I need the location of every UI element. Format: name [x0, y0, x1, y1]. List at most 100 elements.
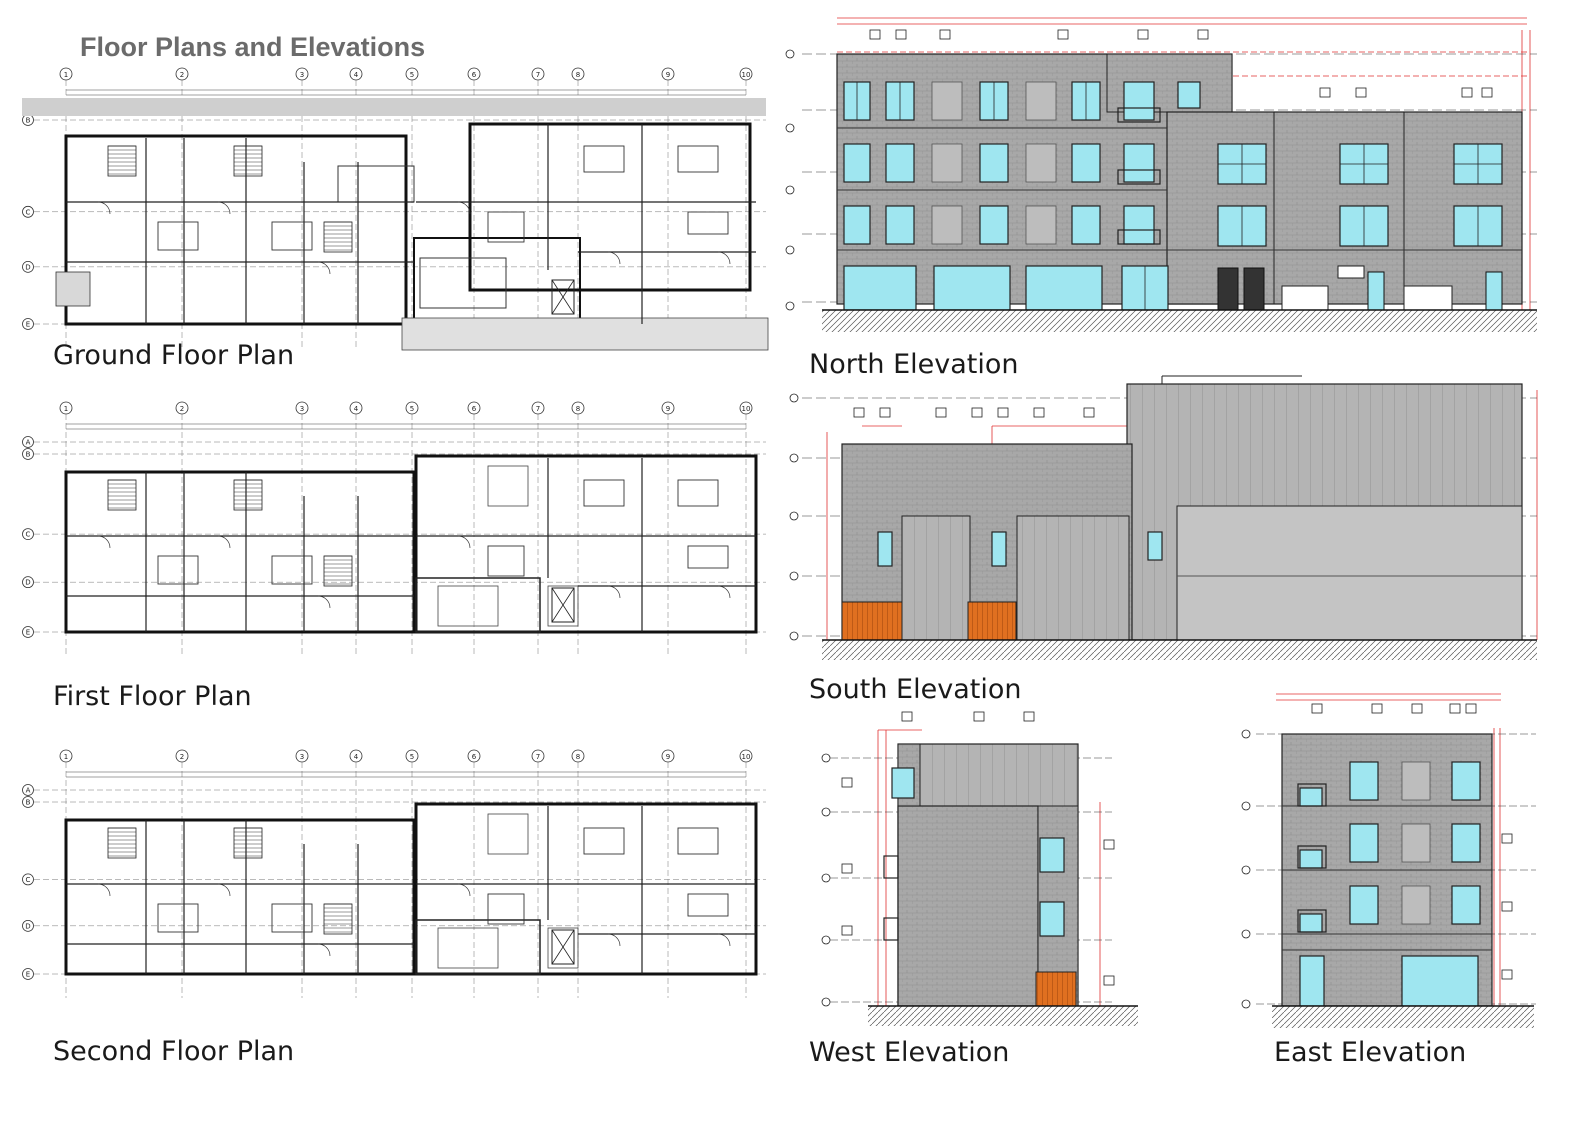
east-elevation-caption: East Elevation — [1274, 1037, 1467, 1068]
grid-label-column: 5 — [410, 405, 414, 413]
grid-label-column: 6 — [472, 405, 477, 413]
grid-bubble-column: 1 — [59, 749, 73, 763]
grid-bubble-column: 4 — [349, 401, 363, 415]
grid-label-row: A — [26, 787, 31, 795]
grid-bubble-row: C — [22, 528, 34, 541]
grid-bubble-row: E — [22, 318, 34, 330]
grid-bubble-column: 8 — [571, 67, 585, 81]
grid-bubble-row: E — [22, 626, 34, 638]
grid-bubble-column: 1 — [59, 401, 73, 415]
grid-bubble-column: 2 — [175, 67, 189, 81]
grid-bubble-column: 8 — [571, 749, 585, 763]
south-elevation-caption: South Elevation — [809, 674, 1022, 705]
first-floor-plan-caption: First Floor Plan — [53, 681, 252, 712]
grid-bubble-column: 7 — [531, 401, 545, 415]
grid-bubble-column: 6 — [467, 749, 481, 763]
grid-label-column: 6 — [472, 71, 477, 79]
grid-bubble-row: C — [22, 205, 34, 218]
grid-bubble-column: 3 — [295, 67, 309, 81]
grid-bubble-row: C — [22, 873, 34, 886]
grid-label-column: 7 — [536, 753, 540, 761]
grid-label-column: 8 — [576, 405, 580, 413]
grid-bubble-column: 10 — [739, 749, 753, 763]
grid-label-row: C — [26, 531, 31, 539]
grid-label-row: E — [26, 971, 30, 979]
grid-bubble-row: E — [22, 968, 34, 980]
grid-label-column: 1 — [64, 405, 68, 413]
grid-label-column: 8 — [576, 753, 580, 761]
grid-label-row: D — [25, 579, 30, 587]
grid-label-column: 9 — [666, 71, 670, 79]
grid-bubble-row: B — [22, 448, 34, 460]
grid-bubble-row: A — [22, 436, 34, 448]
west-elevation — [812, 706, 1152, 1032]
grid-bubble-row: B — [22, 796, 34, 808]
north-elevation-caption: North Elevation — [809, 349, 1019, 380]
grid-label-column: 7 — [536, 405, 540, 413]
grid-label-column: 3 — [300, 405, 304, 413]
grid-label-column: 9 — [666, 405, 670, 413]
grid-label-column: 3 — [300, 753, 304, 761]
grid-bubble-row: D — [22, 260, 34, 273]
grid-label-row: B — [26, 117, 31, 125]
grid-bubble-row: A — [22, 784, 34, 796]
grid-bubble-column: 9 — [661, 749, 675, 763]
grid-label-column: 2 — [180, 405, 184, 413]
grid-label-column: 4 — [354, 405, 359, 413]
grid-label-row: C — [26, 876, 31, 884]
grid-bubble-column: 6 — [467, 67, 481, 81]
grid-label-column: 9 — [666, 753, 670, 761]
grid-bubble-column: 5 — [405, 401, 419, 415]
grid-bubble-row: D — [22, 919, 34, 932]
grid-label-column: 10 — [742, 71, 751, 79]
grid-label-row: B — [26, 451, 31, 459]
grid-label-row: E — [26, 321, 30, 329]
page-title: Floor Plans and Elevations — [80, 32, 426, 62]
grid-bubble-column: 3 — [295, 749, 309, 763]
south-elevation-drawing — [789, 375, 1538, 660]
grid-bubble-column: 4 — [349, 67, 363, 81]
grid-label-column: 10 — [742, 753, 751, 761]
grid-bubble-column: 2 — [175, 401, 189, 415]
grid-bubble-column: 1 — [59, 67, 73, 81]
grid-label-column: 5 — [410, 753, 414, 761]
grid-label-column: 3 — [300, 71, 304, 79]
grid-label-column: 2 — [180, 71, 184, 79]
grid-bubble-column: 7 — [531, 749, 545, 763]
grid-label-column: 8 — [576, 71, 580, 79]
grid-bubble-column: 10 — [739, 67, 753, 81]
grid-label-column: 1 — [64, 71, 68, 79]
grid-label-column: 4 — [354, 71, 359, 79]
grid-label-row: C — [26, 208, 31, 216]
grid-label-column: 5 — [410, 71, 414, 79]
grid-bubble-row: B — [22, 114, 34, 126]
north-elevation — [782, 10, 1542, 340]
grid-label-row: D — [25, 922, 30, 930]
second-floor-plan-caption: Second Floor Plan — [53, 1036, 295, 1067]
grid-bubble-column: 4 — [349, 749, 363, 763]
grid-bubble-column: 3 — [295, 401, 309, 415]
grid-label-column: 6 — [472, 753, 477, 761]
grid-label-column: 7 — [536, 71, 540, 79]
grid-label-column: 1 — [64, 753, 68, 761]
north-elevation-drawing — [785, 17, 1537, 332]
grid-bubble-column: 8 — [571, 401, 585, 415]
grid-bubble-column: 5 — [405, 67, 419, 81]
grid-label-column: 4 — [354, 753, 359, 761]
south-elevation — [782, 370, 1542, 666]
grid-label-row: B — [26, 799, 31, 807]
grid-bubble-column: 7 — [531, 67, 545, 81]
grid-bubble-column: 10 — [739, 401, 753, 415]
grid-bubble-column: 6 — [467, 401, 481, 415]
east-elevation — [1236, 688, 1546, 1032]
grid-label-column: 2 — [180, 753, 184, 761]
east-elevation-drawing — [1241, 693, 1536, 1028]
ground-floor-plan-caption: Ground Floor Plan — [53, 340, 295, 371]
west-elevation-caption: West Elevation — [809, 1037, 1010, 1068]
